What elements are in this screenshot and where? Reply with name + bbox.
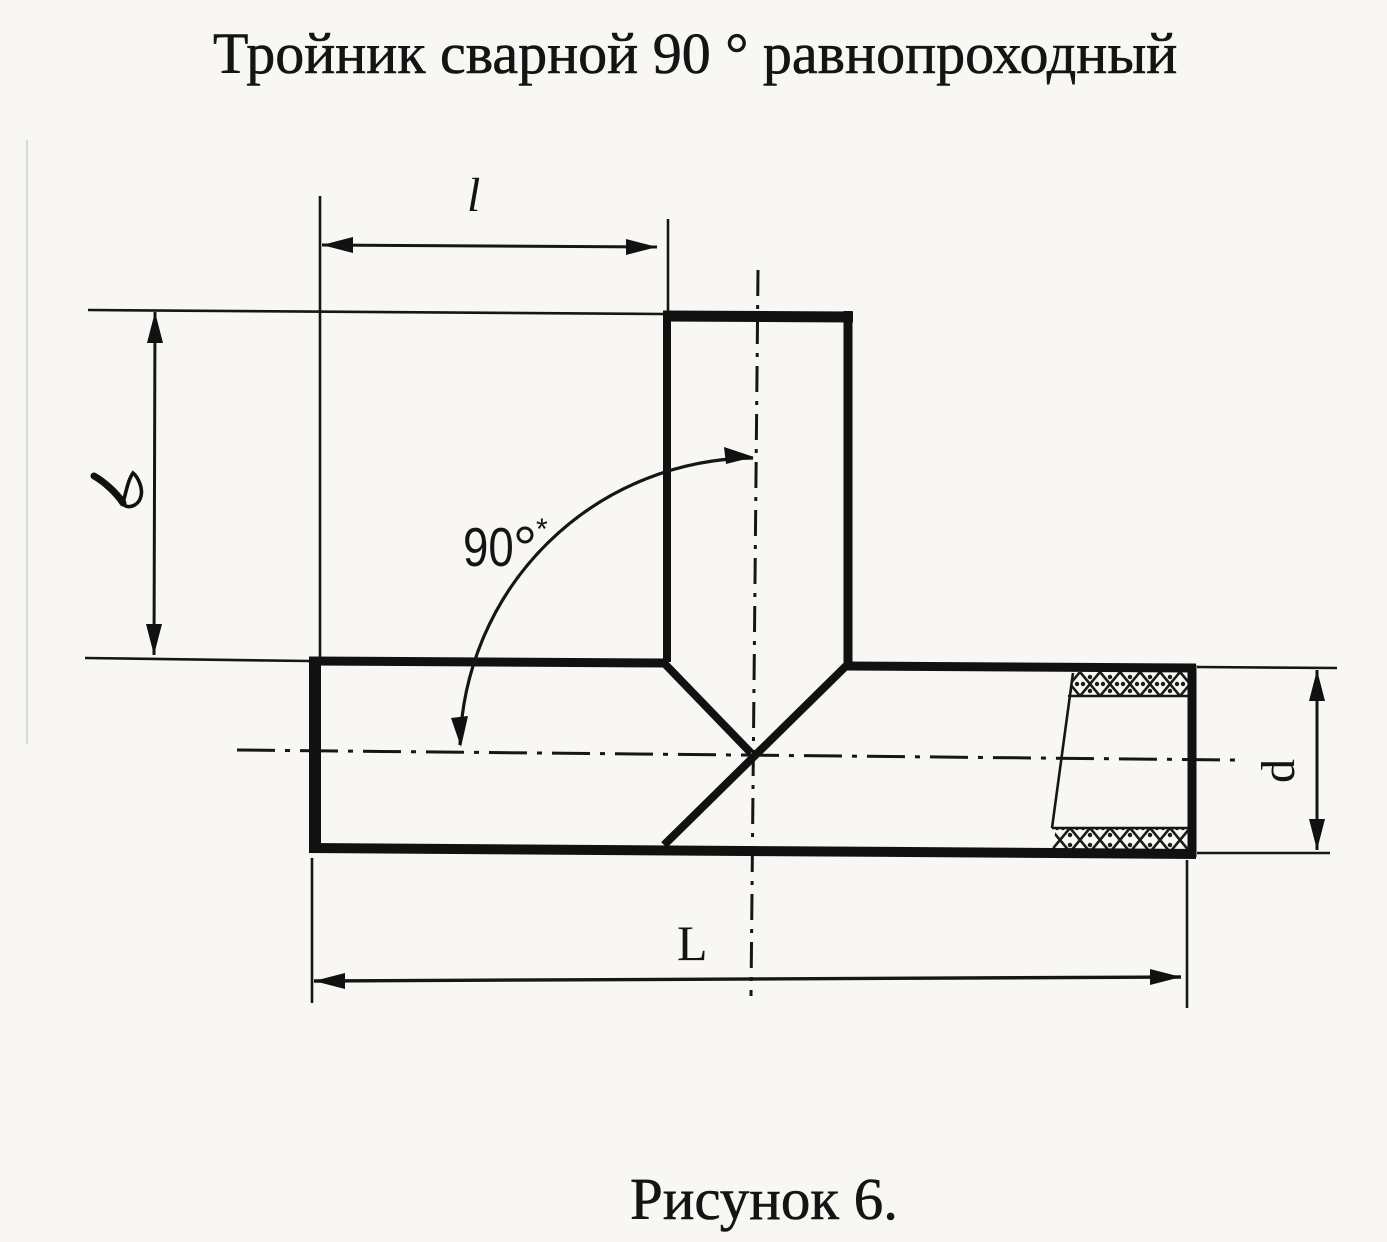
svg-text:d: d (1252, 759, 1305, 783)
svg-text:*: * (536, 513, 548, 546)
svg-text:Тройник сварной 90 ° равнопрох: Тройник сварной 90 ° равнопроходный (213, 21, 1177, 86)
svg-text:90: 90 (463, 516, 514, 578)
svg-text:L: L (677, 915, 708, 971)
svg-text:l: l (467, 169, 480, 222)
svg-text:Рисунок 6.: Рисунок 6. (630, 1166, 898, 1232)
